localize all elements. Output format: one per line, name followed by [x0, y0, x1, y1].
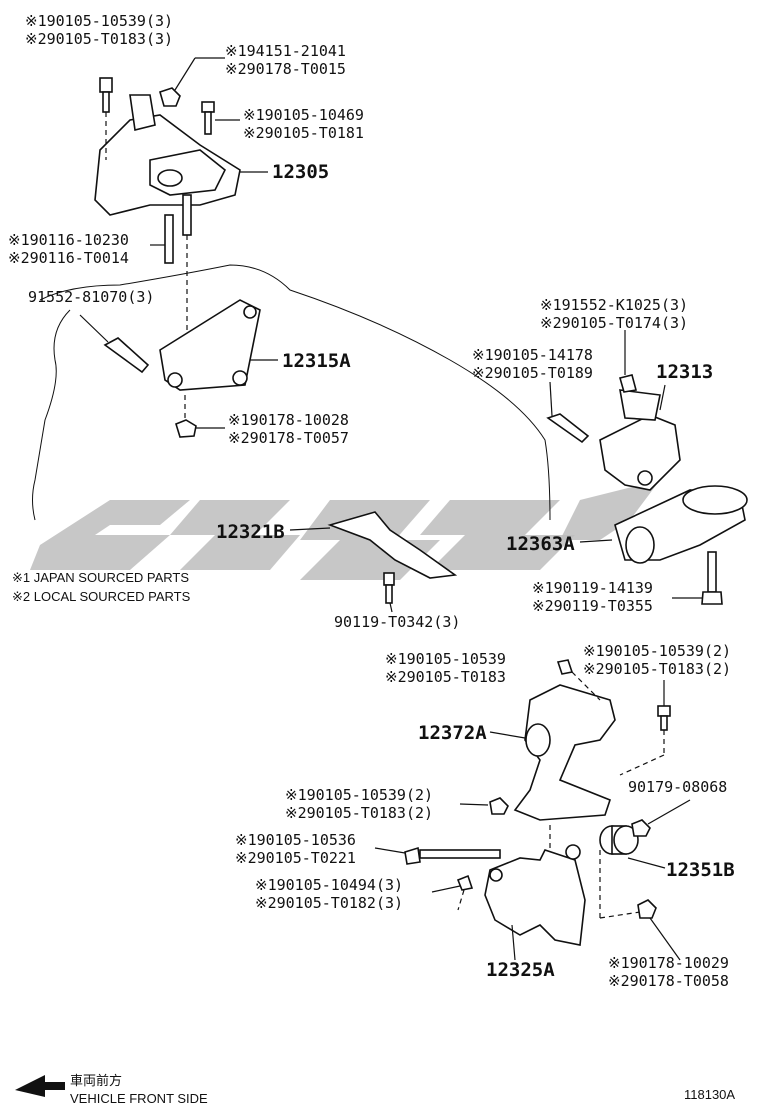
- bolt-part-number: ※190105-10539(3): [25, 12, 173, 30]
- bolt-icon: [404, 846, 501, 865]
- nut-part-number: ※290178-T0015: [225, 60, 346, 78]
- bolt-part-number: ※190105-10469: [243, 106, 364, 124]
- part-label-12315A: 12315A: [282, 350, 351, 372]
- bolt-part-number: ※190105-10539(2): [285, 786, 433, 804]
- bracket-12321B: [327, 511, 458, 579]
- part-label-12321B: 12321B: [216, 521, 285, 543]
- part-label-12305: 12305: [272, 161, 329, 183]
- bolt-part-number: ※290105-T0174(3): [540, 314, 688, 332]
- nut-part-number: ※190178-10029: [608, 954, 729, 972]
- part-label-12372A: 12372A: [418, 722, 487, 744]
- vehicle-front-arrow-icon: [15, 1075, 65, 1097]
- bushing-12351B: [599, 825, 639, 855]
- bolt-part-number: 90119-T0342(3): [334, 613, 460, 631]
- bolt-part-number: ※190105-14178: [472, 346, 593, 364]
- vehicle-front-label: VEHICLE FRONT SIDE: [70, 1091, 208, 1106]
- part-label-12363A: 12363A: [506, 533, 575, 555]
- bolt-part-number: ※190119-14139: [532, 579, 653, 597]
- bolt-part-number: ※290105-T0221: [235, 849, 356, 867]
- stud-part-number: ※190116-10230: [8, 231, 129, 249]
- bolt-part-number: 91552-81070(3): [28, 288, 154, 306]
- stud-part-number: ※290116-T0014: [8, 249, 129, 267]
- engine-outline-left: [32, 309, 71, 521]
- bolt-part-number: ※290105-T0183(2): [285, 804, 433, 822]
- nut-icon: [631, 819, 651, 837]
- bolt-icon: [201, 101, 215, 135]
- part-label-12325A: 12325A: [486, 959, 555, 981]
- nut-part-number: ※190178-10028: [228, 411, 349, 429]
- bracket-12372A: [513, 684, 616, 821]
- bolt-part-number: ※290119-T0355: [532, 597, 653, 615]
- bolt-part-number: ※290105-T0183(3): [25, 30, 173, 48]
- legend-local-parts: ※2 LOCAL SOURCED PARTS: [12, 589, 191, 604]
- bolt-icon: [657, 705, 671, 731]
- legend-japan-parts: ※1 JAPAN SOURCED PARTS: [12, 570, 189, 585]
- bolt-part-number: ※290105-T0189: [472, 364, 593, 382]
- bolt-icon: [383, 572, 395, 604]
- bolt-icon: [619, 374, 637, 393]
- bracket-12315A: [159, 299, 261, 391]
- bolt-part-number: ※190105-10536: [235, 831, 356, 849]
- nut-icon: [159, 87, 181, 107]
- nut-part-number: ※290178-T0057: [228, 429, 349, 447]
- bolt-part-number: ※290105-T0183: [385, 668, 506, 686]
- bolt-icon: [556, 659, 574, 675]
- nut-icon: [175, 419, 197, 438]
- bolt-part-number: ※290105-T0183(2): [583, 660, 731, 678]
- bolt-icon: [456, 874, 474, 891]
- nut-part-number: 90179-08068: [628, 778, 727, 796]
- bracket-12313: [599, 389, 681, 491]
- mount-12363A: [614, 485, 748, 564]
- part-label-12313: 12313: [656, 361, 713, 383]
- part-label-12351B: 12351B: [666, 859, 735, 881]
- bolt-icon: [546, 413, 590, 444]
- nut-icon: [637, 899, 657, 919]
- engine-outline: [39, 264, 551, 521]
- bolt-part-number: ※290105-T0181: [243, 124, 364, 142]
- bolt-part-number: ※191552-K1025(3): [540, 296, 688, 314]
- nut-icon: [489, 797, 509, 815]
- engine-mount-12305: [94, 94, 268, 216]
- bracket-12325A: [484, 844, 586, 946]
- bolt-icon: [103, 337, 150, 374]
- nut-part-number: ※194151-21041: [225, 42, 346, 60]
- figure-code: 118130A: [684, 1087, 735, 1102]
- bolt-icon: [701, 551, 723, 605]
- bolt-part-number: ※190105-10539: [385, 650, 506, 668]
- stud-icon: [164, 194, 192, 264]
- bolt-icon: [99, 77, 113, 113]
- vehicle-front-label-jp: 車両前方: [70, 1073, 122, 1088]
- bolt-part-number: ※190105-10494(3): [255, 876, 403, 894]
- bolt-part-number: ※290105-T0182(3): [255, 894, 403, 912]
- bolt-part-number: ※190105-10539(2): [583, 642, 731, 660]
- nut-part-number: ※290178-T0058: [608, 972, 729, 990]
